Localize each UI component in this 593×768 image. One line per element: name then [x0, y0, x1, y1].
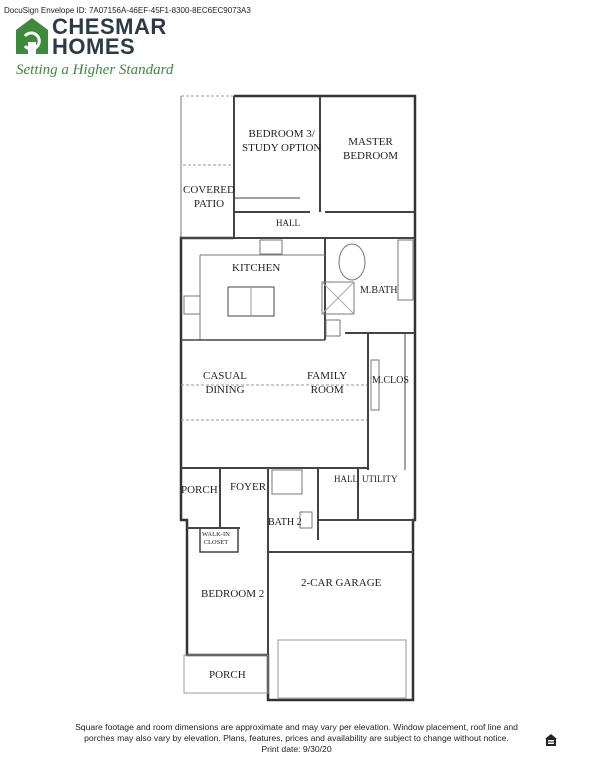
pantry [259, 239, 283, 255]
room-label-front-porch: PORCH [181, 484, 218, 496]
disclaimer-line1: Square footage and room dimensions are a… [75, 722, 518, 732]
room-label-hall-upper: HALL [276, 218, 300, 228]
room-label-casual-line1: CASUAL [203, 370, 248, 382]
covered-patio-outline [181, 95, 235, 166]
disclaimer-line2: porches may also vary by elevation. Plan… [84, 733, 509, 743]
room-label-master-line1: MASTER [348, 136, 393, 148]
room-label-utility: UTILITY [362, 474, 398, 484]
range-top [183, 295, 201, 315]
room-label-family-line2: ROOM [310, 383, 344, 396]
room-label-walkin-line2: CLOSET [203, 539, 229, 546]
mbath-toilet [325, 319, 341, 337]
chesmar-house-logo-icon [16, 18, 48, 54]
brand-line-chesmar: CHESMAR [52, 14, 167, 39]
room-label-bedroom3: BEDROOM 3/ STUDY OPTION [242, 128, 321, 156]
room-label-master-line2: BEDROOM [343, 149, 399, 162]
room-label-master-bath: M.BATH [360, 285, 398, 296]
shower-x2 [321, 281, 355, 315]
walkin-closet-box [199, 527, 239, 553]
room-label-family-line1: FAMILY [307, 370, 348, 382]
room-label-family-room: FAMILY ROOM [307, 370, 347, 398]
room-label-bedroom2: BEDROOM 2 [201, 588, 265, 600]
room-label-covered-patio: COVERED PATIO [183, 184, 235, 212]
room-label-bottom-porch: PORCH [209, 669, 246, 681]
equal-housing-opportunity-icon [545, 734, 557, 746]
brand-name: CHESMAR HOMES [52, 14, 167, 59]
room-label-foyer: FOYER [230, 481, 267, 493]
bottom-porch-outline [183, 654, 269, 694]
room-label-covered-line1: COVERED [183, 184, 235, 196]
room-label-casual-dining: CASUAL DINING [203, 370, 247, 398]
room-label-kitchen: KITCHEN [232, 262, 281, 274]
room-label-walkin-line1: WALK-IN [202, 531, 230, 538]
print-date: Print date: 9/30/20 [261, 744, 332, 754]
mbath-vanity [397, 239, 414, 301]
garage-door [277, 639, 407, 699]
brand-line-homes: HOMES [52, 34, 136, 59]
room-label-master-bedroom: MASTER BEDROOM [343, 136, 398, 164]
room-label-hall-lower: HALL [334, 474, 358, 484]
docusign-envelope-id: DocuSign Envelope ID: 7A07156A-46EF-45F1… [4, 6, 251, 15]
room-label-garage: 2-CAR GARAGE [301, 577, 382, 589]
disclaimer-text: Square footage and room dimensions are a… [20, 722, 573, 755]
fireplace [370, 359, 380, 411]
room-label-casual-line2: DINING [205, 383, 245, 396]
room-label-bedroom3-line2: STUDY OPTION [242, 141, 322, 154]
room-label-walkin-closet: WALK-IN CLOSET [202, 531, 230, 547]
brand-tagline: Setting a Higher Standard [16, 62, 174, 78]
room-label-bedroom3-line1: BEDROOM 3/ [248, 128, 315, 140]
shower [321, 281, 355, 315]
tub [338, 243, 366, 281]
room-label-master-closet: M.CLOS [372, 375, 409, 386]
room-label-bath2: BATH 2 [268, 517, 302, 528]
bath2-tub [271, 469, 303, 495]
room-label-covered-line2: PATIO [193, 197, 225, 210]
bath2-toilet [299, 511, 313, 529]
